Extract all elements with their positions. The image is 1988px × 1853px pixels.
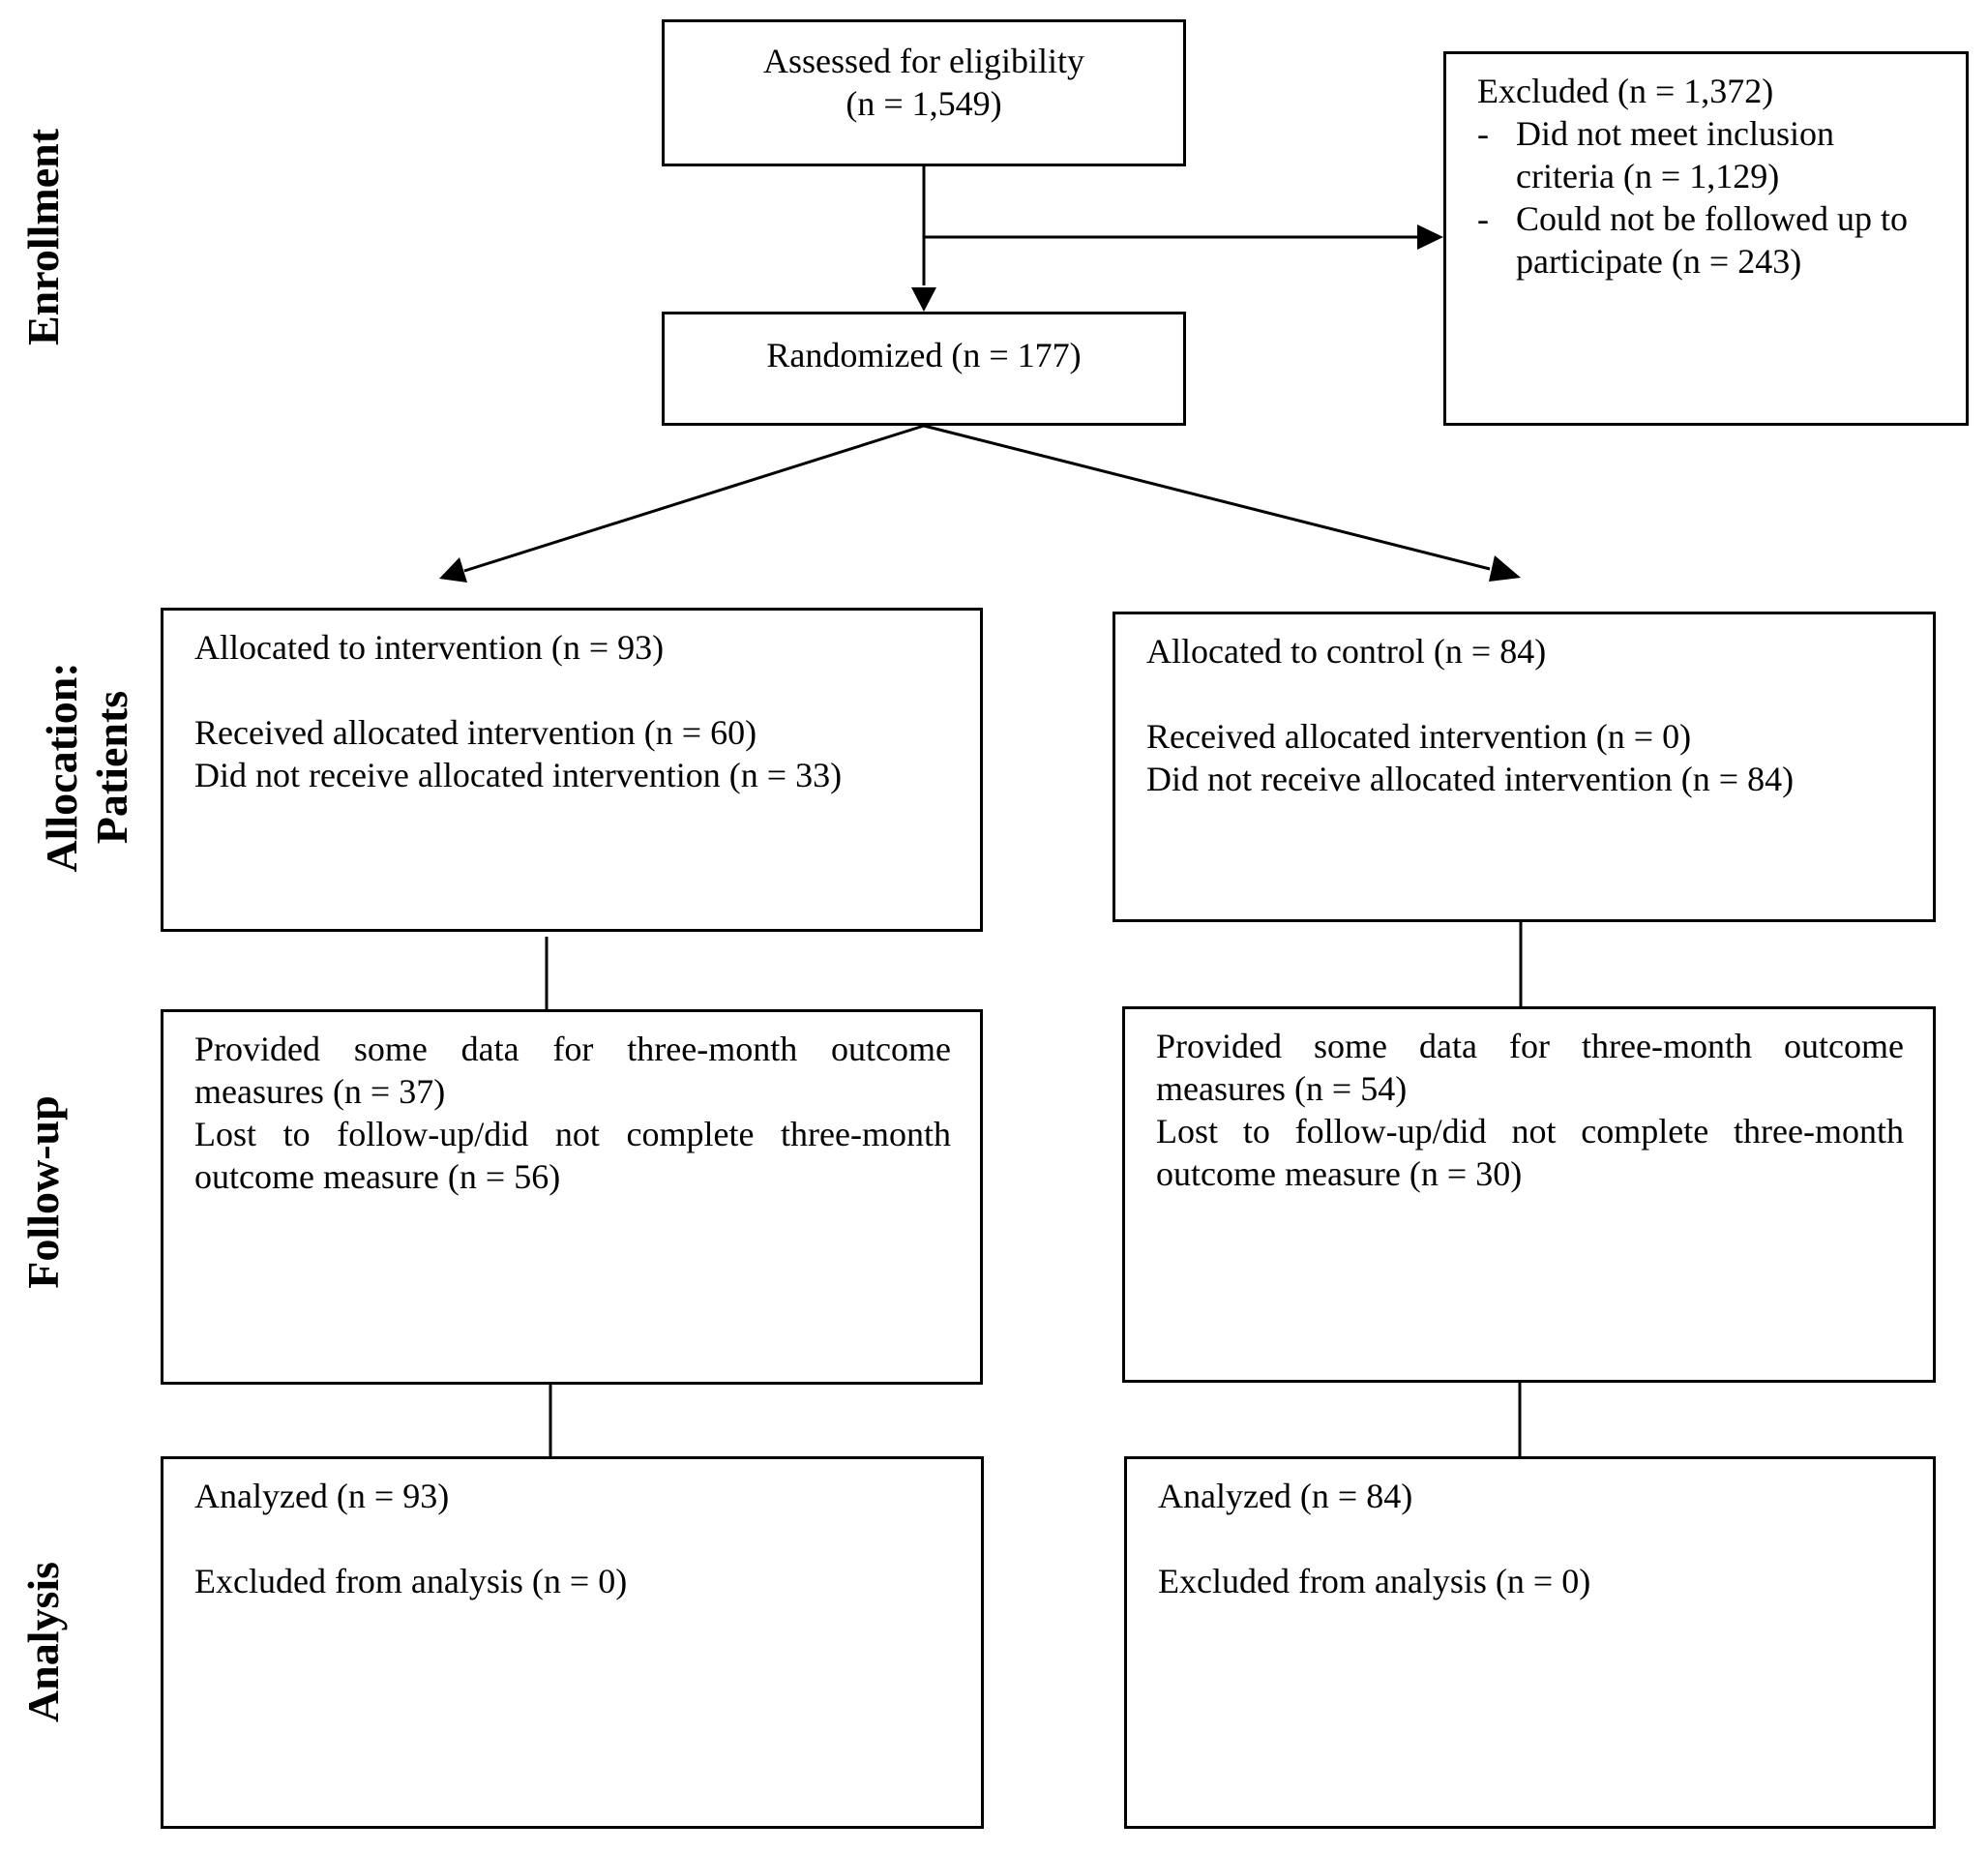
followup-intervention-lost-line1: Lost to follow-up/did not complete three… [194,1115,951,1153]
followup-control-provided-line1: Provided some data for three-month outco… [1156,1027,1904,1065]
connector-randomized-to-intervention [463,424,925,573]
allocation-control-box: Allocated to control (n = 84) Received a… [1113,612,1936,922]
arrowhead-excluded [1417,224,1443,250]
excluded-box: Excluded (n = 1,372) - Did not meet incl… [1443,51,1969,426]
arrowhead-intervention [439,557,467,583]
followup-intervention-box: Provided some data for three-month outco… [161,1009,983,1385]
followup-control-box: Provided some data for three-month outco… [1122,1006,1936,1383]
analysis-intervention-analyzed: Analyzed (n = 93) [194,1477,450,1515]
followup-intervention-provided-line2: measures (n = 37) [194,1072,446,1111]
assessed-count: (n = 1,549) [846,84,1002,123]
allocation-control-title: Allocated to control (n = 84) [1146,632,1547,671]
analysis-control-excluded: Excluded from analysis (n = 0) [1158,1562,1591,1600]
followup-control-lost-line2: outcome measure (n = 30) [1156,1154,1523,1193]
phase-label-allocation: Allocation: Patients [37,662,137,872]
analysis-control-box: Analyzed (n = 84) Excluded from analysis… [1124,1456,1936,1829]
excluded-title: Excluded (n = 1,372) [1477,72,1774,110]
assessed-label: Assessed for eligibility [763,42,1084,80]
phase-label-allocation-line1: Allocation: [37,662,86,873]
allocation-control-received: Received allocated intervention (n = 0) [1146,717,1692,756]
assessed-box: Assessed for eligibility (n = 1,549) [662,19,1186,166]
followup-control-provided-line2: measures (n = 54) [1156,1069,1408,1108]
allocation-intervention-received: Received allocated intervention (n = 60) [194,713,757,752]
phase-label-allocation-line2: Patients [87,690,136,845]
allocation-control-not-received: Did not receive allocated intervention (… [1146,760,1795,798]
phase-label-enrollment: Enrollment [18,128,68,346]
randomized-box: Randomized (n = 177) [662,312,1186,426]
randomized-label: Randomized (n = 177) [766,336,1082,374]
analysis-intervention-box: Analyzed (n = 93) Excluded from analysis… [161,1456,984,1829]
followup-intervention-lost-line2: outcome measure (n = 56) [194,1157,561,1196]
phase-label-followup: Follow-up [18,1095,68,1289]
excluded-item-followup: - Could not be followed up to participat… [1477,199,1908,281]
allocation-intervention-box: Allocated to intervention (n = 93) Recei… [161,608,983,932]
excluded-item-inclusion: - Did not meet inclusion criteria (n = 1… [1477,114,1834,195]
analysis-intervention-excluded: Excluded from analysis (n = 0) [194,1562,628,1600]
arrowhead-randomized [911,287,936,312]
analysis-control-analyzed: Analyzed (n = 84) [1158,1477,1413,1515]
phase-label-analysis: Analysis [18,1561,68,1723]
allocation-intervention-not-received: Did not receive allocated intervention (… [194,756,843,794]
followup-intervention-provided-line1: Provided some data for three-month outco… [194,1030,951,1068]
followup-control-lost-line1: Lost to follow-up/did not complete three… [1156,1112,1904,1151]
arrowhead-control [1489,555,1521,582]
connector-randomized-to-control [923,424,1491,571]
allocation-intervention-title: Allocated to intervention (n = 93) [194,628,665,667]
